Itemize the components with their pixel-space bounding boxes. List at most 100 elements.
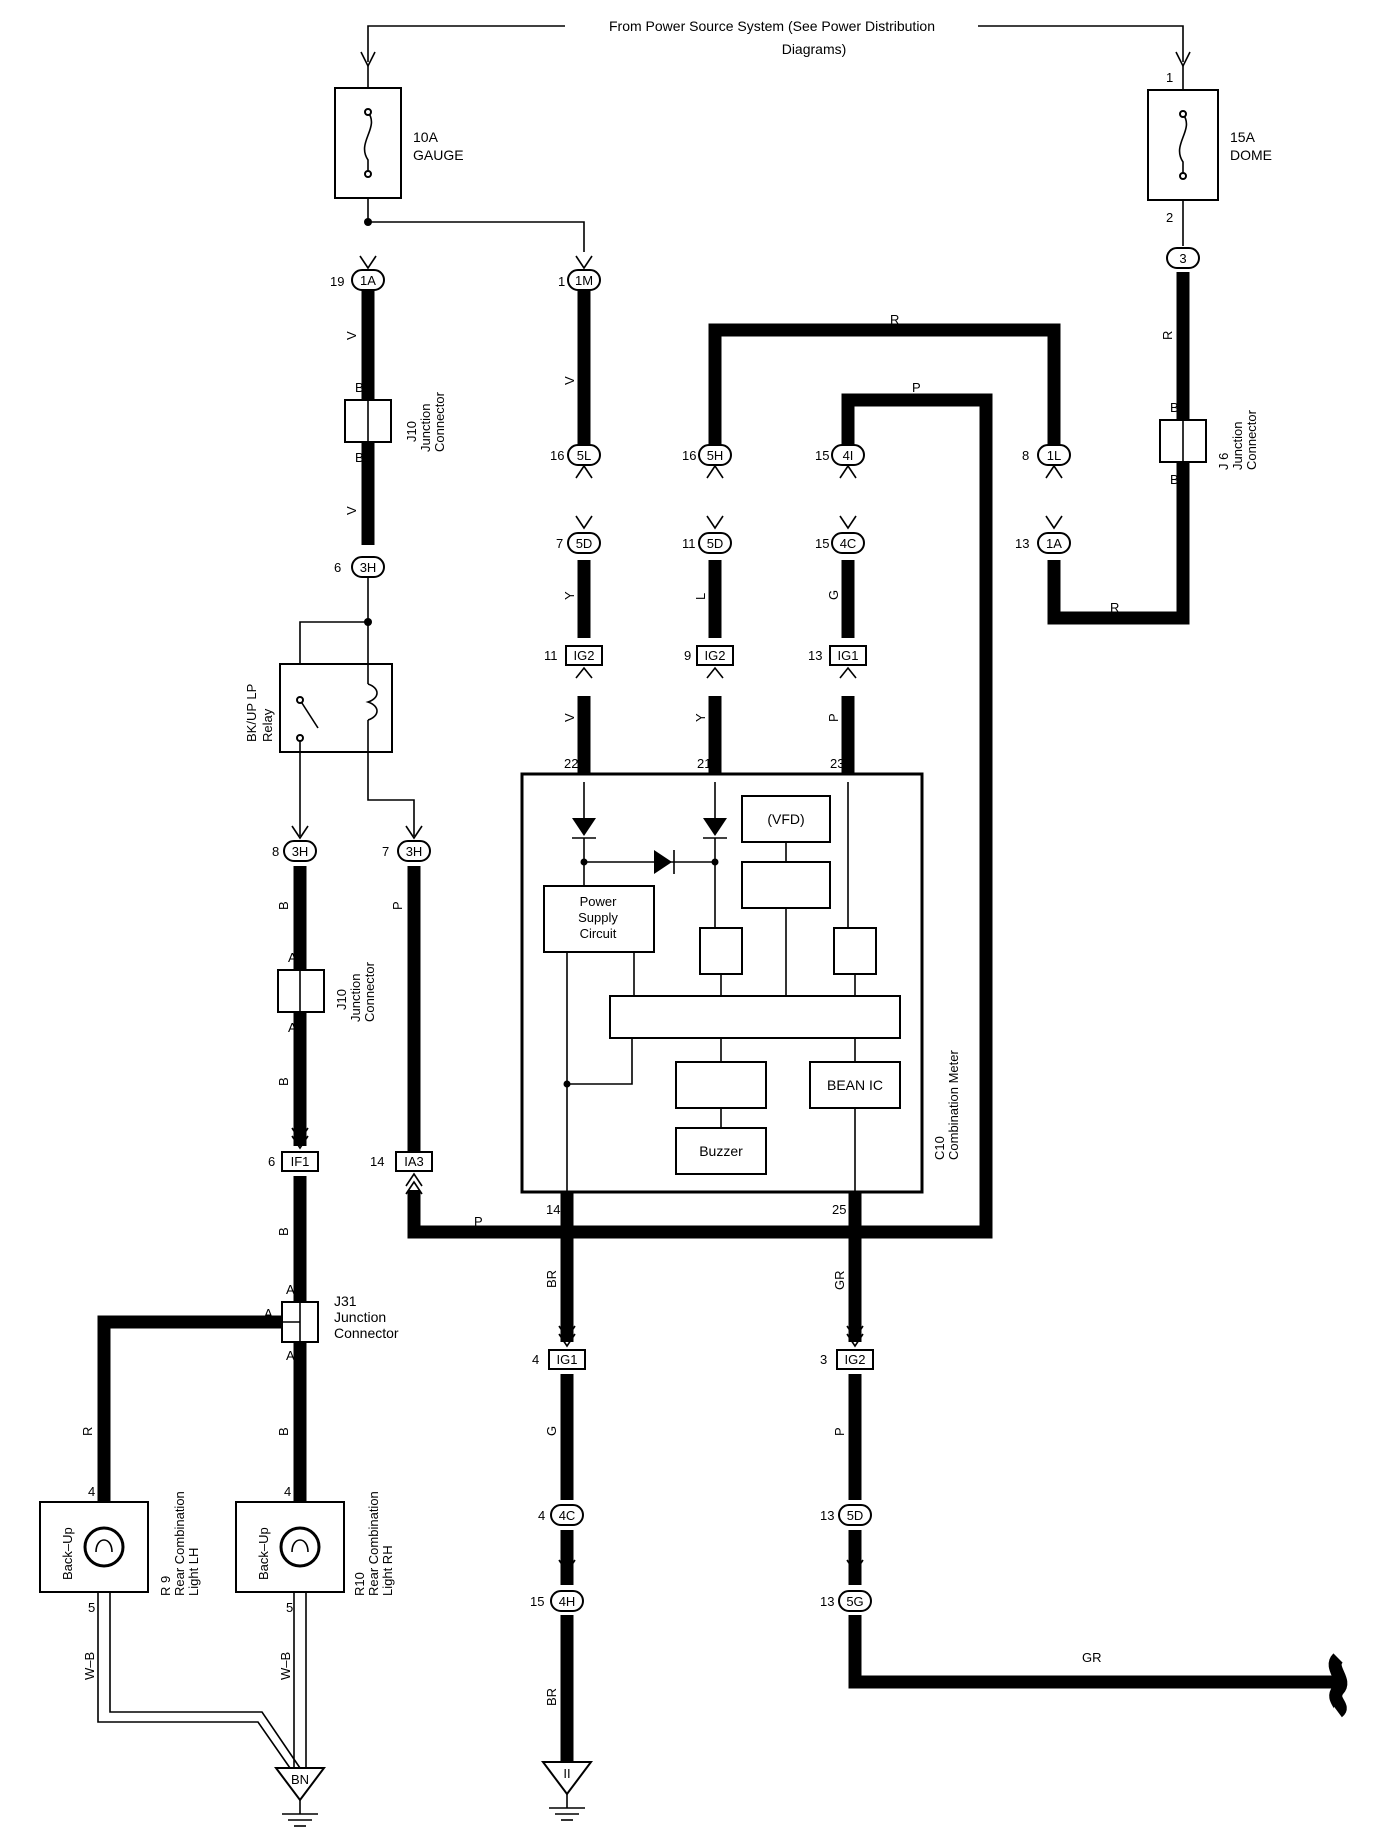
connector-pin: 7 [556,536,563,551]
connector-label: 5L [577,448,591,463]
connector-label: 5D [707,536,724,551]
wire-harness [97,272,1348,1769]
connector-IA3: 14 IA3 [370,1151,433,1195]
connector-pin: 15 [815,448,829,463]
connector-pin: 6 [334,560,341,575]
connector-pin: 11 [544,648,558,663]
fuse-dome: 1 15A DOME 2 [1147,66,1272,246]
connector-label: IG2 [705,648,726,663]
wire-color-g: G [544,1426,559,1436]
wire-color-gr: GR [832,1271,847,1291]
light-id: R10 [352,1572,367,1596]
light-id: R 9 [158,1576,173,1596]
connector-pin: 15 [815,536,829,551]
connector-pin: 4 [538,1508,545,1523]
wire-color-r: R [80,1427,95,1436]
connector-label: IF1 [291,1154,310,1169]
connector-1A-top: 19 1A [330,255,385,291]
connector-pin: 4 [532,1352,539,1367]
relay-label: BK/UP LP [244,684,259,742]
rear-light-lh: 4 Back–Up 5 R 9 Rear Combination Light L… [39,1484,201,1615]
junction-name-2: Connector [1244,409,1259,470]
buzzer-label: Buzzer [699,1143,743,1159]
connector-label: 3H [406,844,423,859]
connector-label: 1L [1047,448,1061,463]
junction-name: Junction [348,974,363,1022]
wire-color-b: B [276,1227,291,1236]
junction-name-2: Connector [432,391,447,452]
connector-1M: 1 1M [558,255,601,291]
connector-label: 5G [846,1594,863,1609]
wire-color-v: V [344,331,359,340]
wire-color-wb: W–B [82,1652,97,1680]
wire-color-br: BR [544,1270,559,1288]
connector-label: 3 [1179,251,1186,266]
junction-id: J10 [334,989,349,1010]
connector-pin: 8 [272,844,279,859]
connector-label: 5D [576,536,593,551]
connector-label: 1M [575,273,593,288]
wire-color-b: B [276,1427,291,1436]
connector-5D-bottom: 13 5D [820,1504,872,1574]
meter-pin-22: 22 [564,756,578,771]
ground-label: BN [291,1772,309,1787]
wire-color-b: B [276,901,291,910]
connector-label: 1A [360,273,376,288]
wire-color-p: P [912,380,921,395]
power-supply-line3: Circuit [580,926,617,941]
fuse-gauge-amp: 10A [413,129,439,145]
power-source-feed: From Power Source System (See Power Dist… [360,18,1191,68]
light-pin-bottom: 5 [88,1600,95,1615]
junction-j10-bottom: A A J10 Junction Connector [277,950,377,1035]
junction-pin: B [1170,472,1179,487]
fuse-gauge-name: GAUGE [413,147,464,163]
junction-id: J 6 [1216,453,1231,470]
connector-pin: 1 [558,274,565,289]
meter-pin-25: 25 [832,1202,846,1217]
bean-ic-label: BEAN IC [827,1077,883,1093]
junction-pin: A [286,1282,295,1297]
connector-pin: 14 [370,1154,384,1169]
wire-color-g: G [826,590,841,600]
wire-color-p: P [390,901,405,910]
connector-5L: 16 5L [550,444,601,530]
meter-pin-23: 23 [830,756,844,771]
connector-4C-bottom: 4 4C [538,1504,584,1574]
connector-label: IG1 [557,1352,578,1367]
fuse-dome-pin-bottom: 2 [1166,210,1173,225]
junction-pin: A [286,1348,295,1363]
junction-name: Junction [1230,422,1245,470]
fuse-dome-pin-top: 1 [1166,70,1173,85]
connector-label: 4C [559,1508,576,1523]
connector-label: IG2 [845,1352,866,1367]
connector-IG2-a: 11 IG2 [544,645,603,679]
connector-IF1: 6 IF1 [268,1127,319,1172]
connector-pin: 13 [808,648,822,663]
junction-pin: B [355,380,364,395]
wire-color-gr: GR [1082,1650,1102,1665]
junction-pin: A [288,950,297,965]
connector-1A-mid: 13 1A [1015,532,1071,554]
junction-j31: A A A J31 Junction Connector [264,1282,399,1363]
connector-pin: 11 [682,536,696,551]
junction-pin: B [355,450,364,465]
wire-color-r: R [1110,600,1119,615]
wire-color-r: R [1160,331,1175,340]
wire-color-br: BR [544,1688,559,1706]
connector-IG2-b: 9 IG2 [684,645,734,679]
connector-pin: 15 [530,1594,544,1609]
connector-3H-top: 6 3H [334,556,385,622]
power-source-label: From Power Source System (See Power Dist… [609,18,935,34]
power-supply-line1: Power [580,894,618,909]
junction-pin: B [1170,400,1179,415]
junction-name-2: Connector [362,961,377,1022]
connector-5H: 16 5H [682,444,732,530]
junction-j6: B B J 6 Junction Connector [1159,400,1259,487]
junction-pin: A [288,1020,297,1035]
wire-color-p: P [826,713,841,722]
connector-label: 4C [840,536,857,551]
connector-4I: 15 4I [815,444,865,530]
connector-5G: 13 5G [820,1590,872,1612]
junction-pin: A [264,1306,273,1321]
